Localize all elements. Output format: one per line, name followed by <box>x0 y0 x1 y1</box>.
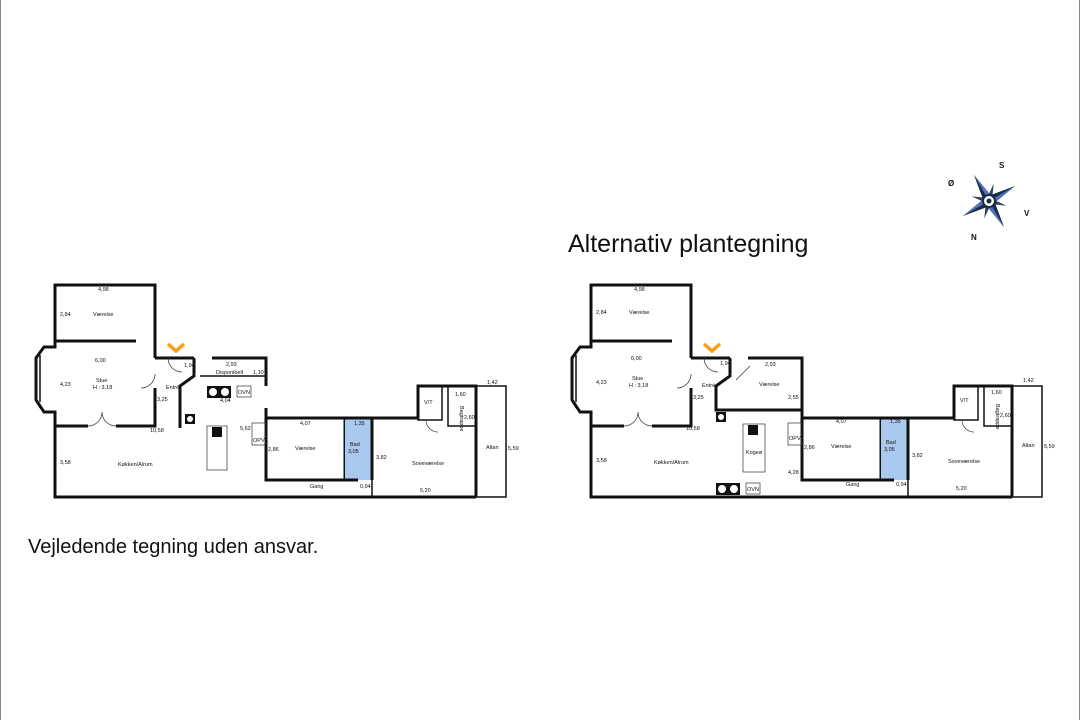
dim-286: 2,86 <box>268 447 279 453</box>
dim-286: 2,86 <box>804 445 815 451</box>
disclaimer-text: Vejledende tegning uden ansvar. <box>28 536 319 558</box>
dim-094: 0,94 <box>360 484 371 490</box>
compass-o: Ø <box>948 179 954 188</box>
room-vaerelse2: Værelse <box>295 446 315 452</box>
dim-423: 4,23 <box>60 382 71 388</box>
dim-194: 1,94 <box>720 361 731 367</box>
dim-559: 5,59 <box>508 446 519 452</box>
dim-407: 4,07 <box>836 419 847 425</box>
stue-height: H : 3,18 <box>629 383 648 389</box>
room-bad: Bad <box>350 442 360 448</box>
room-koekken: Køkken/Alrum <box>118 462 153 468</box>
room-vt: V/T <box>424 400 433 406</box>
dim-094: 0,94 <box>896 482 907 488</box>
compass-v: V <box>1024 209 1030 218</box>
room-bagtrappe: Bagtrappe <box>458 406 464 431</box>
dim-260: 2,60 <box>1000 413 1011 419</box>
floor-plan-alternative: OVN Værelse 4,98 2,84 6,00 Stue H : 3,18… <box>570 283 1055 499</box>
dim-520: 5,20 <box>420 488 431 494</box>
room-disponibelt: Disponibelt <box>216 370 244 376</box>
dim-404: 4,04 <box>220 398 231 404</box>
dim-423: 4,23 <box>596 380 607 386</box>
room-vt: V/T <box>960 398 969 404</box>
compass-s: S <box>999 161 1005 170</box>
room-koekken: Køkken/Alrum <box>654 460 689 466</box>
dim-358: 3,58 <box>596 458 607 464</box>
dim-358: 3,58 <box>60 460 71 466</box>
room-altan: Altan <box>486 445 499 451</box>
stue-height: H : 3,18 <box>93 385 112 391</box>
dim-428: 4,28 <box>788 470 799 476</box>
dim-135: 1,35 <box>354 421 365 427</box>
opv-label-2: OPV <box>789 436 801 442</box>
alternative-plan-heading: Alternativ plantegning <box>568 230 809 258</box>
dim-142: 1,42 <box>1023 378 1034 384</box>
room-gang: Gang <box>310 484 323 490</box>
room-bad: Bad <box>886 440 896 446</box>
dim-520: 5,20 <box>956 486 967 492</box>
room-stue: Stue <box>96 378 107 384</box>
dim-284: 2,84 <box>60 312 71 318</box>
dim-1058: 10,58 <box>686 426 700 432</box>
dim-284: 2,84 <box>596 310 607 316</box>
dim-600: 6,00 <box>631 356 642 362</box>
room-gang: Gang <box>846 482 859 488</box>
room-bagtrappe: Bagtrappe <box>994 404 1000 429</box>
dim-142: 1,42 <box>487 380 498 386</box>
ovn-label-1: OVN <box>238 390 250 396</box>
room-vaerelse2: Værelse <box>831 444 851 450</box>
dim-407: 4,07 <box>300 421 311 427</box>
floor-plan-original: OVN Værelse 4,98 2,84 6,00 Stue H : 3,18… <box>34 283 519 499</box>
dim-160: 1,60 <box>455 392 466 398</box>
dim-382: 3,82 <box>376 455 387 461</box>
dim-305: 3,05 <box>884 447 895 453</box>
compass-n: N <box>971 233 977 242</box>
dim-160: 1,60 <box>991 390 1002 396</box>
dim-260: 2,60 <box>464 415 475 421</box>
ovn-label-2: OVN <box>747 487 759 493</box>
room-sovevaerelse: Soveværelse <box>948 459 980 465</box>
room-vaerelse3: Værelse <box>759 382 779 388</box>
room-sovevaerelse: Soveværelse <box>412 461 444 467</box>
room-entre: Entré <box>702 383 715 389</box>
room-kogeo: Kogeø <box>746 450 763 456</box>
room-vaerelse1: Værelse <box>93 312 113 318</box>
room-vaerelse1: Værelse <box>629 310 649 316</box>
dim-600: 6,00 <box>95 358 106 364</box>
room-altan: Altan <box>1022 443 1035 449</box>
dim-293: 2,93 <box>765 362 776 368</box>
room-entre: Entré <box>166 385 179 391</box>
dim-562: 5,62 <box>240 426 251 432</box>
compass-rose-icon: S Ø V N <box>948 161 1030 242</box>
dim-110: 1,10 <box>253 370 264 376</box>
dim-1058: 10,58 <box>150 428 164 434</box>
dim-305: 3,05 <box>348 449 359 455</box>
dim-498: 4,98 <box>98 287 109 293</box>
room-stue: Stue <box>632 376 643 382</box>
dim-498: 4,98 <box>634 287 645 293</box>
dim-559: 5,59 <box>1044 444 1055 450</box>
dim-255: 2,55 <box>788 395 799 401</box>
dim-194: 1,94 <box>184 363 195 369</box>
opv-label-1: OPV <box>253 438 265 444</box>
dim-325: 3,25 <box>693 395 704 401</box>
dim-325: 3,25 <box>157 397 168 403</box>
dim-293: 2,93 <box>226 362 237 368</box>
dim-382: 3,82 <box>912 453 923 459</box>
dim-135: 1,35 <box>890 419 901 425</box>
